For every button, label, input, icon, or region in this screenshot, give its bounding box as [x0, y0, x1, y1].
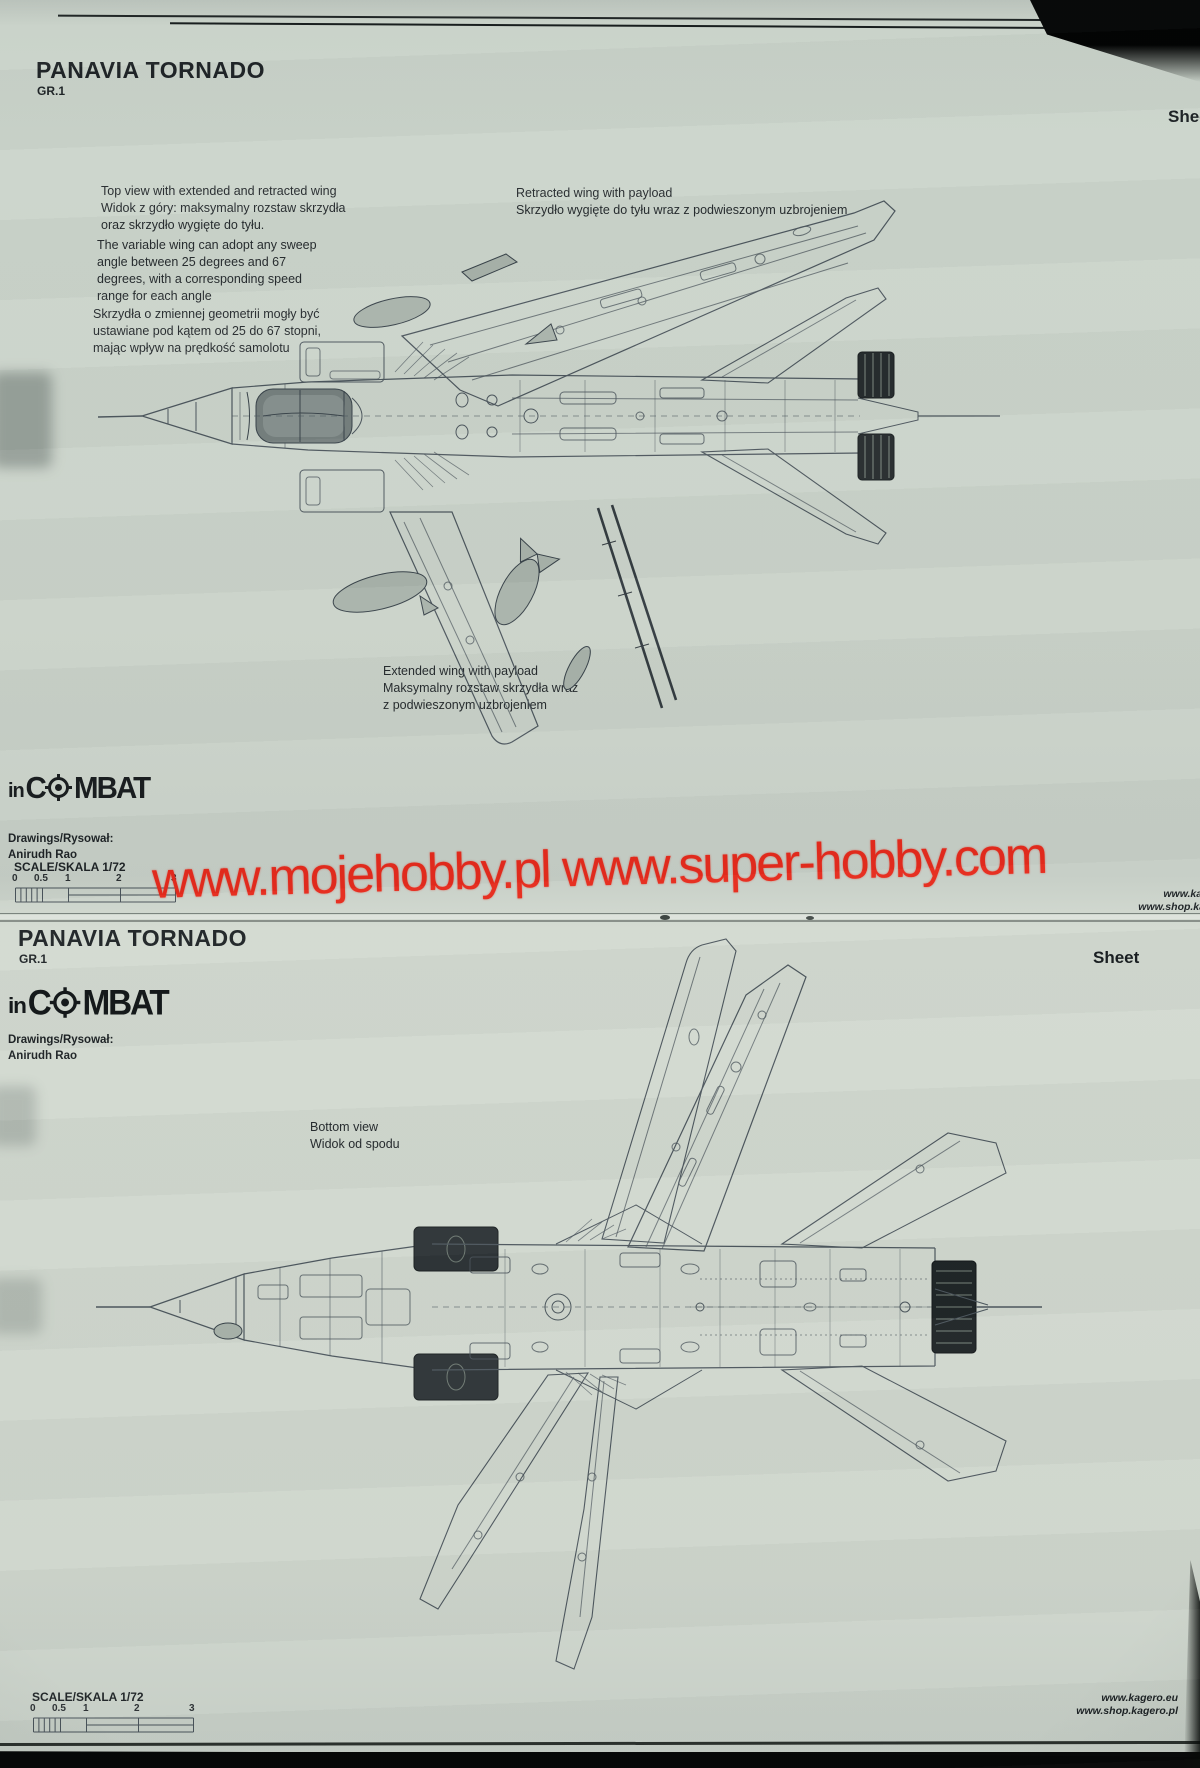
credits-name: Anirudh Rao	[8, 849, 77, 861]
annotation-extended-wing: Extended wing with payload Maksymalny ro…	[383, 664, 579, 712]
annotation-variable-wing-pl: Skrzydła o zmiennej geometrii mogły być …	[93, 307, 321, 355]
page-title: PANAVIA TORNADO	[36, 57, 265, 83]
credits-block: Drawings/Rysował: Anirudh Rao	[8, 831, 113, 863]
sheet-number-label-2: Sheet	[1093, 948, 1140, 967]
scale-ruler-ticks-2: 0 0.5 1 2 3	[30, 1703, 195, 1714]
page-title-sheet2: PANAVIA TORNADO	[18, 925, 247, 951]
logo-prefix: in	[8, 779, 25, 802]
logo-letter-c: C	[25, 770, 46, 805]
tornado-top-view-drawing	[97, 200, 1000, 745]
annotation-variable-wing-en: The variable wing can adopt any sweep an…	[97, 238, 317, 303]
annotation-top-view: Top view with extended and retracted win…	[101, 184, 346, 232]
credits-name: Anirudh Rao	[8, 1050, 77, 1062]
credits-block-2: Drawings/Rysował: Anirudh Rao	[8, 1032, 113, 1064]
logo-prefix: in	[8, 993, 27, 1019]
page-subtitle-sheet2: GR.1	[19, 952, 48, 966]
scale-ruler-2	[33, 1717, 194, 1733]
sheet-number-label: Sheet	[1168, 107, 1200, 126]
tornado-bottom-view-drawing	[96, 938, 1042, 1670]
logo-rest: MBAT	[74, 770, 151, 805]
publisher-urls-2: www.kagero.eu www.shop.kagero.pl	[1076, 1692, 1178, 1717]
scale-label-2: SCALE/SKALA 1/72	[32, 1690, 144, 1704]
credits-role: Drawings/Rysował:	[8, 833, 114, 845]
annotation-bottom-view: Bottom view Widok od spodu	[310, 1120, 400, 1151]
page-subtitle: GR.1	[37, 84, 66, 98]
target-icon	[50, 987, 81, 1018]
scale-ruler-ticks: 0 0.5 1 2 3	[12, 873, 177, 884]
annotation-retracted-wing: Retracted wing with payload Skrzydło wyg…	[516, 186, 848, 217]
scale-label: SCALE/SKALA 1/72	[14, 860, 126, 874]
credits-role: Drawings/Rysował:	[8, 1034, 114, 1046]
logo-rest: MBAT	[82, 982, 170, 1023]
scale-ruler	[15, 887, 176, 903]
target-icon	[45, 774, 73, 801]
logo-letter-c: C	[27, 982, 52, 1023]
publisher-urls: www.kagero.eu www.shop.kagero.pl	[1138, 888, 1200, 913]
